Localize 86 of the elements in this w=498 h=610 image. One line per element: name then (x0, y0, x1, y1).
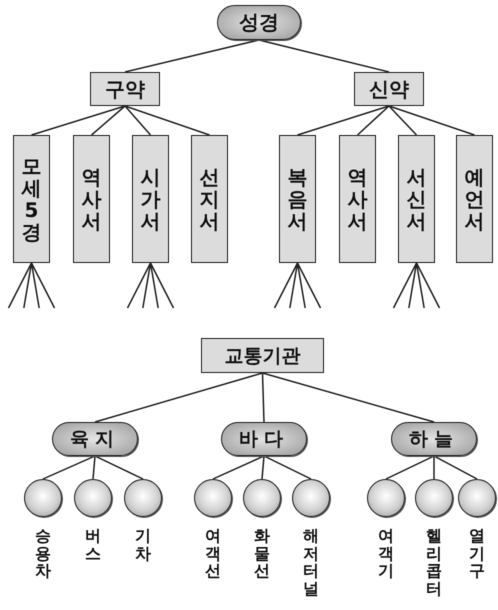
category-pill (391, 422, 477, 456)
connector-line (416, 262, 425, 308)
sphere-node (292, 479, 330, 517)
connector-line (388, 105, 475, 136)
node-label: 예언서 (464, 166, 484, 232)
connector-line (150, 262, 159, 308)
category-box (279, 135, 316, 263)
connector-line (434, 455, 478, 480)
connector-line (212, 455, 264, 480)
node-label: 서신서 (406, 166, 426, 232)
sphere-node (74, 479, 112, 517)
category-box (201, 338, 324, 373)
connector-line (42, 455, 96, 480)
connector-line (30, 262, 56, 308)
category-box (456, 135, 493, 263)
connector-line (142, 262, 152, 308)
connector-line (433, 456, 435, 479)
item-label: 열기구 (469, 527, 485, 580)
connector-line (124, 105, 210, 136)
category-box (132, 135, 169, 263)
node-label: 하늘 (409, 427, 459, 452)
item-label: 기차 (135, 527, 151, 562)
node-label: 모세5경 (22, 155, 42, 243)
category-box (191, 135, 228, 263)
item-label: 헬리콥터 (426, 527, 442, 598)
connector-line (392, 262, 418, 308)
item-label: 해저터널 (303, 527, 319, 598)
sphere-node (194, 479, 232, 517)
connector-line (274, 262, 298, 308)
connector-line (31, 105, 126, 136)
node-label: 복음서 (288, 166, 308, 232)
category-box (339, 135, 376, 263)
connector-line (386, 455, 434, 480)
category-pill (217, 5, 301, 40)
sphere-node (24, 479, 62, 517)
node-label: 신약 (369, 76, 409, 102)
connector-line (258, 39, 390, 73)
sphere-node (243, 479, 281, 517)
node-label: 시가서 (140, 166, 160, 232)
node-label: 선지서 (200, 166, 220, 232)
item-label: 여객기 (378, 527, 394, 580)
category-pill (221, 422, 307, 456)
sphere-node (415, 479, 453, 517)
connector-line (261, 456, 265, 480)
connector-line (124, 39, 260, 73)
connector-line (388, 105, 418, 136)
item-label: 화물선 (254, 527, 270, 580)
connector-line (297, 105, 390, 136)
connector-line (126, 262, 152, 308)
connector-line (23, 262, 32, 308)
connector-line (94, 372, 263, 423)
node-label: 역사서 (348, 166, 368, 232)
item-label: 여객선 (205, 527, 221, 580)
category-box (13, 135, 50, 263)
connector-line (296, 262, 322, 308)
node-label: 바다 (239, 427, 289, 452)
item-label: 승용차 (35, 527, 51, 580)
connector-line (124, 106, 152, 136)
sphere-node (124, 479, 162, 517)
connector-line (262, 372, 265, 422)
connector-line (289, 262, 298, 308)
connector-line (262, 372, 434, 423)
category-box (398, 135, 435, 263)
connector-line (357, 105, 390, 136)
category-pill (52, 422, 138, 456)
connector-line (296, 262, 306, 308)
node-label: 교통기관 (224, 344, 300, 368)
connector-line (30, 262, 40, 308)
connector-line (92, 456, 96, 480)
connector-line (264, 455, 312, 480)
connector-line (150, 262, 174, 308)
category-box (90, 72, 160, 106)
sphere-node (458, 479, 496, 517)
connector-line (408, 262, 418, 308)
connector-line (416, 262, 440, 308)
category-box (354, 72, 424, 106)
sphere-node (367, 479, 405, 517)
connector-line (8, 262, 32, 308)
node-label: 역사서 (82, 166, 102, 232)
node-label: 구약 (105, 76, 145, 102)
connector-line (91, 105, 126, 136)
connector-line (94, 455, 144, 480)
node-label: 성경 (239, 9, 279, 36)
node-label: 육지 (70, 427, 120, 452)
item-label: 버스 (85, 527, 101, 562)
category-box (73, 135, 110, 263)
